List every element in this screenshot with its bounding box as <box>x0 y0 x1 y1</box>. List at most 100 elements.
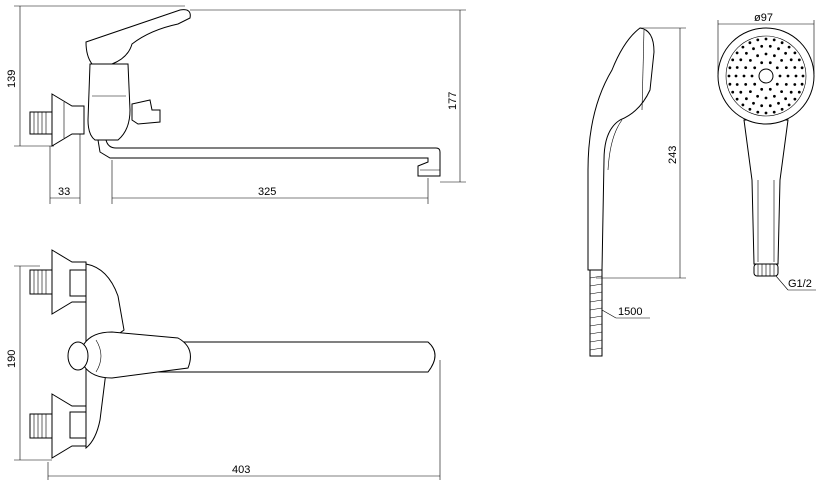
spray-nozzle <box>748 107 752 111</box>
spray-nozzle <box>728 66 732 70</box>
spray-nozzle <box>731 58 735 62</box>
spray-nozzle <box>744 83 748 86</box>
spray-nozzle <box>727 74 731 78</box>
spray-nozzle <box>793 83 797 86</box>
handshower-side-body <box>587 27 655 271</box>
spray-nozzle <box>735 66 739 69</box>
spray-nozzle <box>793 51 797 55</box>
top-view: 190 403 <box>6 249 441 480</box>
spray-nozzle <box>748 41 752 45</box>
spray-nozzle <box>775 82 779 86</box>
dim-side-height: 139 <box>6 70 18 88</box>
dim-handshower-length: 243 <box>667 146 679 164</box>
dim-top-total-length: 403 <box>232 464 250 476</box>
spray-nozzle <box>789 90 793 94</box>
side-body <box>87 63 131 141</box>
spray-nozzle <box>742 74 746 78</box>
spray-nozzle <box>752 101 755 105</box>
spray-nozzle <box>744 66 748 69</box>
spray-nozzle <box>756 94 759 98</box>
spray-nozzle <box>728 82 732 86</box>
top-handle <box>83 331 191 379</box>
spray-nozzle <box>756 110 760 114</box>
side-handle <box>85 9 191 65</box>
spray-nozzle <box>773 54 776 58</box>
side-spout <box>97 139 441 177</box>
dim-side-total-height: 177 <box>447 92 459 110</box>
spray-nozzle <box>784 51 787 55</box>
dim-head-diameter: ø97 <box>754 12 773 24</box>
side-thread <box>29 111 53 135</box>
spray-nozzle <box>780 59 783 62</box>
spray-nozzle <box>760 87 764 91</box>
spray-nozzle <box>739 58 743 62</box>
spray-nozzle <box>773 94 776 98</box>
spray-nozzle <box>734 74 738 78</box>
spray-nozzle <box>768 61 772 65</box>
spray-nozzle <box>775 66 779 70</box>
spray-nozzle <box>735 97 739 101</box>
spray-nozzle <box>756 54 759 58</box>
spray-nozzle <box>750 74 754 78</box>
spray-nozzle <box>760 104 764 108</box>
side-connector <box>51 93 85 147</box>
spray-nozzle <box>800 82 804 86</box>
dim-hose-length: 1500 <box>618 306 642 318</box>
spray-nozzle <box>768 104 772 108</box>
dim-side-spout-length: 325 <box>258 186 276 198</box>
spray-nozzle <box>784 97 787 101</box>
hose <box>589 269 603 357</box>
spray-nozzle <box>753 66 757 70</box>
side-diverter <box>131 99 161 125</box>
spray-nozzle <box>797 90 801 94</box>
spray-nozzle <box>772 38 776 42</box>
spray-nozzle <box>793 66 797 69</box>
spray-nozzle <box>768 87 772 91</box>
handshower-front-handle <box>743 119 789 265</box>
spray-nozzle <box>777 47 780 51</box>
spray-nozzle <box>756 38 760 42</box>
spray-nozzles <box>727 37 805 115</box>
spray-nozzle <box>749 59 752 62</box>
spray-nozzle <box>731 90 735 94</box>
spray-nozzle <box>752 47 755 51</box>
handshower-front-view: ø97 G1/2 <box>717 12 816 291</box>
spray-nozzle <box>778 74 782 78</box>
spray-nozzle <box>787 45 791 49</box>
top-spout <box>119 341 436 373</box>
spray-nozzle <box>764 37 768 41</box>
spray-nozzle <box>735 51 739 55</box>
spray-nozzle <box>780 107 784 111</box>
spray-nozzle <box>741 103 745 107</box>
spray-nozzle <box>784 66 788 69</box>
spray-nozzle <box>794 74 798 78</box>
spray-nozzle <box>745 97 748 101</box>
spray-nozzle <box>764 96 768 100</box>
spray-nozzle <box>787 103 791 107</box>
dim-thread: G1/2 <box>788 278 812 290</box>
spray-nozzle <box>801 74 805 78</box>
spray-nozzle <box>772 110 776 114</box>
spray-nozzle <box>739 90 743 94</box>
spray-nozzle <box>741 45 745 49</box>
spray-nozzle <box>789 58 793 62</box>
spray-nozzle <box>764 111 768 115</box>
spray-nozzle <box>760 61 764 65</box>
spray-nozzle <box>749 90 752 93</box>
spray-nozzle <box>745 51 748 55</box>
spray-nozzle <box>760 44 764 48</box>
spray-nozzle <box>735 83 739 86</box>
side-view: 139 177 33 325 <box>6 5 466 204</box>
spray-nozzle <box>797 58 801 62</box>
dim-top-connector-spacing: 190 <box>6 350 18 368</box>
dim-side-connector-offset: 33 <box>58 186 70 198</box>
spray-nozzle <box>793 97 797 101</box>
handshower-side-view: 243 1500 <box>587 27 686 357</box>
spray-nozzle <box>784 83 788 86</box>
spray-nozzle <box>780 90 783 93</box>
spray-nozzle <box>753 82 757 86</box>
spray-nozzle <box>780 41 784 45</box>
spray-nozzle <box>786 74 790 78</box>
spray-nozzle <box>777 101 780 105</box>
